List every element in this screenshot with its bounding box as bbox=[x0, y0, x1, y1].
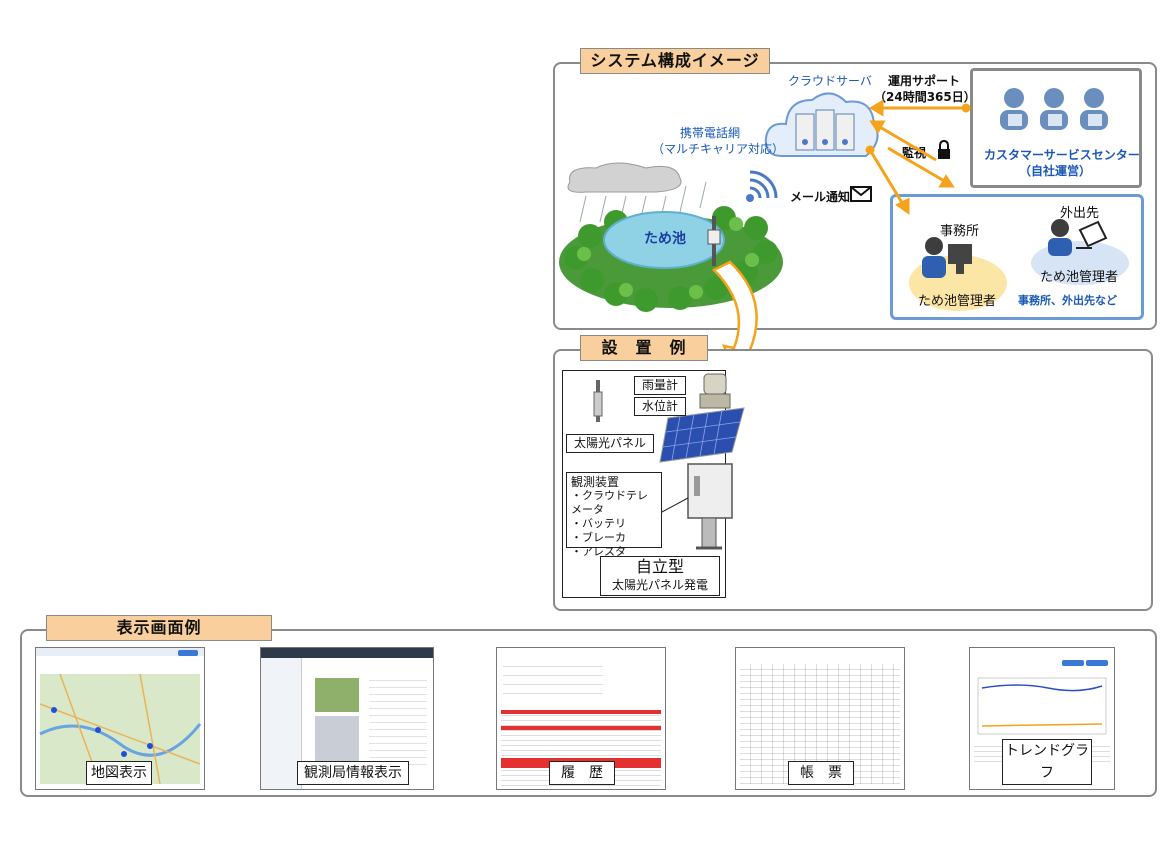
type-sub: 太陽光パネル発電 bbox=[611, 578, 708, 592]
station-photo bbox=[315, 678, 359, 712]
device-title: 観測装置 bbox=[571, 475, 620, 489]
mail-label: メール通知 bbox=[790, 190, 851, 204]
water-gauge-text: 水位計 bbox=[641, 399, 678, 413]
thumb-header bbox=[36, 648, 204, 656]
support-hours-label: （24時間365日） bbox=[874, 90, 976, 104]
outside-label: 外出先 bbox=[1060, 206, 1100, 221]
solar-text: 太陽光パネル bbox=[573, 436, 646, 450]
report-caption: 帳 票 bbox=[788, 761, 854, 785]
solar-label: 太陽光パネル bbox=[566, 434, 654, 453]
type-title: 自立型 bbox=[635, 557, 684, 576]
map-screen-thumb[interactable]: 地図表示 bbox=[35, 647, 205, 790]
device-label-box: 観測装置 ・クラウドテレメータ ・バッテリ ・ブレーカ ・アレスタ bbox=[566, 472, 662, 558]
office-manager-label: ため池管理者 bbox=[918, 294, 997, 309]
history-caption: 履 歴 bbox=[549, 761, 615, 785]
offices-note: 事務所、外出先など bbox=[1018, 294, 1117, 307]
office-person-icon bbox=[922, 237, 972, 278]
office-label: 事務所 bbox=[940, 224, 980, 239]
center-sub-label: （自社運営） bbox=[1019, 164, 1092, 178]
screens-tab: 表示画面例 bbox=[46, 615, 272, 641]
thumb-button bbox=[1086, 660, 1108, 666]
cloud-server-icon bbox=[764, 92, 879, 157]
trend-caption: トレンドグラフ bbox=[1002, 739, 1092, 785]
trend-screen-thumb[interactable]: トレンドグラフ bbox=[969, 647, 1115, 790]
report-screen-thumb[interactable]: 帳 票 bbox=[735, 647, 905, 790]
mail-icon bbox=[850, 186, 872, 202]
type-label-box: 自立型 太陽光パネル発電 bbox=[600, 556, 720, 596]
thumb-sidebar bbox=[261, 658, 302, 789]
thumb-button bbox=[1062, 660, 1084, 666]
water-gauge-label: 水位計 bbox=[634, 397, 686, 416]
carrier-label: 携帯電話網 bbox=[680, 126, 741, 140]
history-screen-thumb[interactable]: 履 歴 bbox=[496, 647, 666, 790]
rain-gauge-text: 雨量計 bbox=[641, 378, 678, 392]
device-item: ・アレスタ bbox=[571, 545, 626, 558]
thumb-button bbox=[178, 650, 198, 656]
equipment-illustration bbox=[593, 373, 745, 550]
rain-gauge-label: 雨量計 bbox=[634, 376, 686, 395]
lock-icon bbox=[938, 139, 950, 159]
outside-person-icon bbox=[1048, 219, 1108, 256]
thumb-form bbox=[503, 658, 603, 700]
device-item: ・バッテリ bbox=[571, 517, 626, 530]
station-screen-thumb[interactable]: 観測局情報表示 bbox=[260, 647, 434, 790]
signal-icon bbox=[746, 170, 778, 202]
station-caption: 観測局情報表示 bbox=[297, 761, 409, 785]
map-caption: 地図表示 bbox=[86, 761, 152, 785]
carrier-sub-label: （マルチキャリア対応） bbox=[652, 142, 785, 156]
trend-graph bbox=[977, 677, 1107, 735]
history-alert-row bbox=[501, 726, 661, 730]
outside-manager-label: ため池管理者 bbox=[1040, 270, 1119, 285]
install-tab: 設 置 例 bbox=[580, 335, 708, 361]
device-item: ・ブレーカ bbox=[571, 531, 626, 544]
center-label: カスタマーサービスセンター bbox=[984, 148, 1140, 162]
device-item: ・クラウドテレメータ bbox=[571, 489, 648, 516]
cloud-label: クラウドサーバ bbox=[788, 74, 872, 88]
thumb-header bbox=[261, 648, 433, 658]
history-alert-row bbox=[501, 710, 661, 714]
support-label: 運用サポート bbox=[888, 74, 961, 88]
operators-icon bbox=[1000, 88, 1108, 130]
pond-label: ため池 bbox=[644, 231, 686, 247]
thumb-table bbox=[369, 674, 427, 770]
system-tab: システム構成イメージ bbox=[580, 48, 770, 74]
